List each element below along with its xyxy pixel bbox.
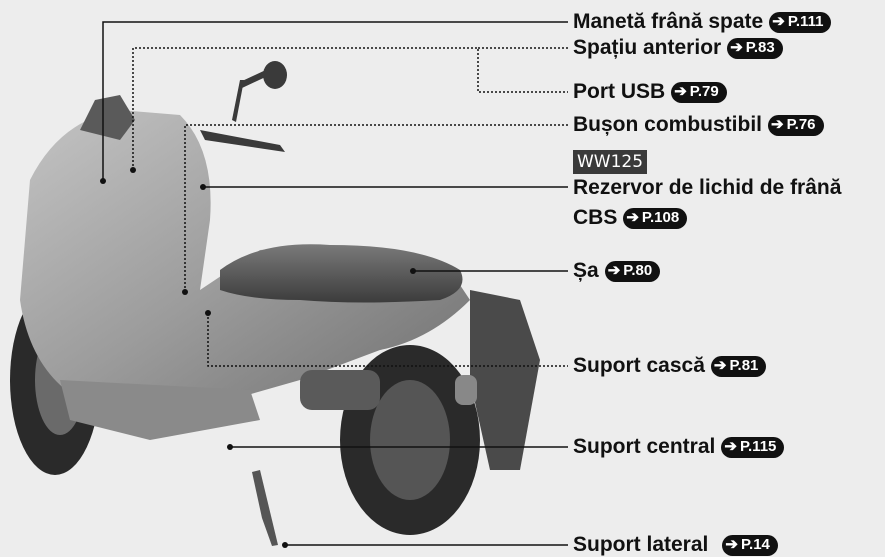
- label-text: Suport cască: [573, 354, 705, 377]
- leader-front-compartment: [132, 47, 568, 170]
- label-rear-brake-lever: Manetă frână spate ➔P.111: [573, 10, 832, 34]
- page-ref-badge[interactable]: ➔P.76: [768, 114, 824, 136]
- right-arrow-icon: ➔: [607, 262, 621, 279]
- anchor-dots: [100, 167, 416, 548]
- page-ref-badge[interactable]: ➔P.108: [623, 207, 688, 229]
- scooter-illustration: [10, 61, 540, 546]
- leader-helmet-holder: [207, 313, 568, 367]
- label-seat: Șa ➔P.80: [573, 259, 661, 283]
- label-text: Suport central: [573, 435, 716, 458]
- label-cbs-reservoir-line2: CBS ➔P.108: [573, 206, 688, 230]
- right-arrow-icon: ➔: [713, 357, 727, 374]
- page-ref-badge[interactable]: ➔P.83: [727, 37, 783, 59]
- leader-rear-brake: [102, 21, 568, 181]
- right-arrow-icon: ➔: [730, 39, 743, 56]
- label-text: Suport lateral: [573, 533, 709, 556]
- label-front-compartment: Spațiu anterior ➔P.83: [573, 36, 783, 60]
- label-usb-port: Port USB ➔P.79: [573, 80, 727, 104]
- label-text: Șa: [573, 259, 599, 282]
- page-ref-badge[interactable]: ➔P.14: [722, 534, 778, 556]
- label-text: Bușon combustibil: [573, 113, 762, 136]
- label-text: Rezervor de lichid de frână: [573, 176, 842, 199]
- label-side-stand: Suport lateral ➔P.14: [573, 533, 778, 557]
- right-arrow-icon: ➔: [724, 438, 737, 455]
- page-ref-badge[interactable]: ➔P.79: [671, 81, 727, 103]
- right-arrow-icon: ➔: [674, 83, 687, 100]
- label-text: CBS: [573, 206, 618, 229]
- label-text: Port USB: [573, 80, 666, 103]
- page-ref-badge[interactable]: ➔P.80: [604, 260, 661, 282]
- page-ref-badge[interactable]: ➔P.81: [710, 355, 767, 377]
- right-arrow-icon: ➔: [725, 536, 738, 553]
- label-center-stand: Suport central ➔P.115: [573, 435, 785, 459]
- label-text: Manetă frână spate: [573, 10, 764, 33]
- variant-tag: WW125: [573, 150, 648, 174]
- page-ref-badge[interactable]: ➔P.111: [769, 11, 832, 33]
- right-arrow-icon: ➔: [771, 116, 784, 133]
- label-cbs-reservoir-line1: Rezervor de lichid de frână: [573, 176, 841, 200]
- label-helmet-holder: Suport cască ➔P.81: [573, 354, 767, 378]
- leader-lines: [102, 21, 568, 546]
- label-fuel-cap: Bușon combustibil ➔P.76: [573, 113, 824, 137]
- right-arrow-icon: ➔: [772, 13, 785, 30]
- label-text: Spațiu anterior: [573, 36, 722, 59]
- right-arrow-icon: ➔: [626, 209, 639, 226]
- page-ref-badge[interactable]: ➔P.115: [721, 436, 785, 458]
